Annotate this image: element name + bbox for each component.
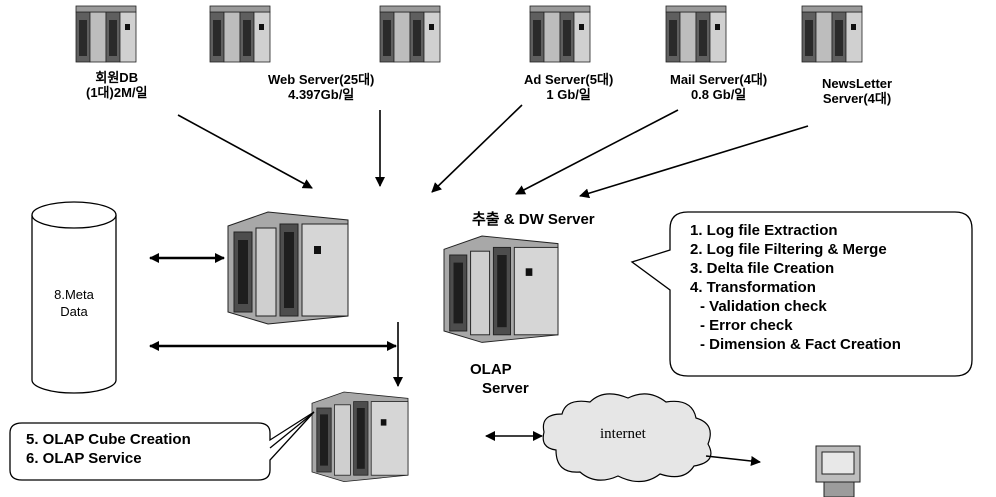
internet-label: internet: [600, 426, 646, 442]
member-db-server-icon: [75, 5, 137, 63]
web-server-icon-2: [379, 5, 441, 63]
newsletter-detail: Server(4대): [822, 91, 892, 106]
process-step-2: 2. Log file Filtering & Merge: [690, 241, 887, 258]
process-step-4c: - Dimension & Fact Creation: [700, 336, 901, 353]
newsletter-name: NewsLetter: [822, 76, 893, 91]
process-step-4a: - Validation check: [700, 298, 827, 315]
ad-server-detail: 1 Gb/일: [546, 87, 591, 102]
arrow-memberdb: [177, 114, 313, 189]
arrow-adserver: [431, 104, 523, 193]
ad-server-label: Ad Server(5대) 1 Gb/일: [524, 72, 613, 102]
web-server-name: Web Server(25대): [268, 72, 375, 87]
olap-label-line-2: Server: [482, 380, 529, 397]
member-db-detail: (1대)2M/일: [86, 85, 148, 100]
internet-cloud-icon: [542, 393, 712, 483]
dw-main-server-icon: [227, 211, 349, 325]
member-db-label: 회원DB (1대)2M/일: [86, 70, 147, 100]
meta-data-cylinder: [31, 201, 117, 394]
mail-server-label: Mail Server(4대) 0.8 Gb/일: [670, 72, 767, 102]
arrow-newsletter: [579, 125, 809, 199]
newsletter-label: NewsLetter Server(4대): [822, 76, 892, 106]
olap-bubble-pointer: [269, 413, 313, 449]
ad-server-icon: [529, 5, 591, 63]
member-db-name: 회원DB: [95, 70, 139, 85]
olap-label-line-1: OLAP: [470, 361, 512, 378]
web-server-icon: [209, 5, 271, 63]
arrow-internet-client: [705, 455, 761, 466]
process-step-1: 1. Log file Extraction: [690, 222, 838, 239]
process-steps-list: 1. Log file Extraction 2. Log file Filte…: [690, 221, 901, 354]
olap-steps-list: 5. OLAP Cube Creation 6. OLAP Service: [26, 430, 191, 468]
olap-server-label: OLAP Server: [470, 360, 529, 398]
olap-step-6: 6. OLAP Service: [26, 450, 142, 467]
client-computer-icon: [815, 445, 861, 497]
meta-data-label: 8.Meta Data: [44, 286, 104, 320]
meta-data-line-1: 8.Meta: [54, 287, 94, 302]
olap-bubble-shape: [9, 411, 315, 481]
process-step-4: 4. Transformation: [690, 279, 816, 296]
olap-server-icon: [311, 391, 409, 483]
meta-data-line-2: Data: [60, 304, 88, 319]
extraction-server-icon: [443, 235, 559, 343]
mail-server-icon: [665, 5, 727, 63]
web-server-detail: 4.397Gb/일: [288, 87, 355, 102]
newsletter-server-icon: [801, 5, 863, 63]
process-step-3: 3. Delta file Creation: [690, 260, 835, 277]
web-server-label: Web Server(25대) 4.397Gb/일: [268, 72, 374, 102]
mail-server-name: Mail Server(4대): [670, 72, 768, 87]
ad-server-name: Ad Server(5대): [524, 72, 614, 87]
mail-server-detail: 0.8 Gb/일: [690, 87, 747, 102]
process-bubble-shape: [630, 211, 973, 377]
dw-server-label: 추출 & DW Server: [472, 211, 595, 228]
olap-step-5: 5. OLAP Cube Creation: [26, 431, 191, 448]
process-step-4b: - Error check: [700, 317, 793, 334]
arrow-mailserver: [515, 109, 679, 195]
